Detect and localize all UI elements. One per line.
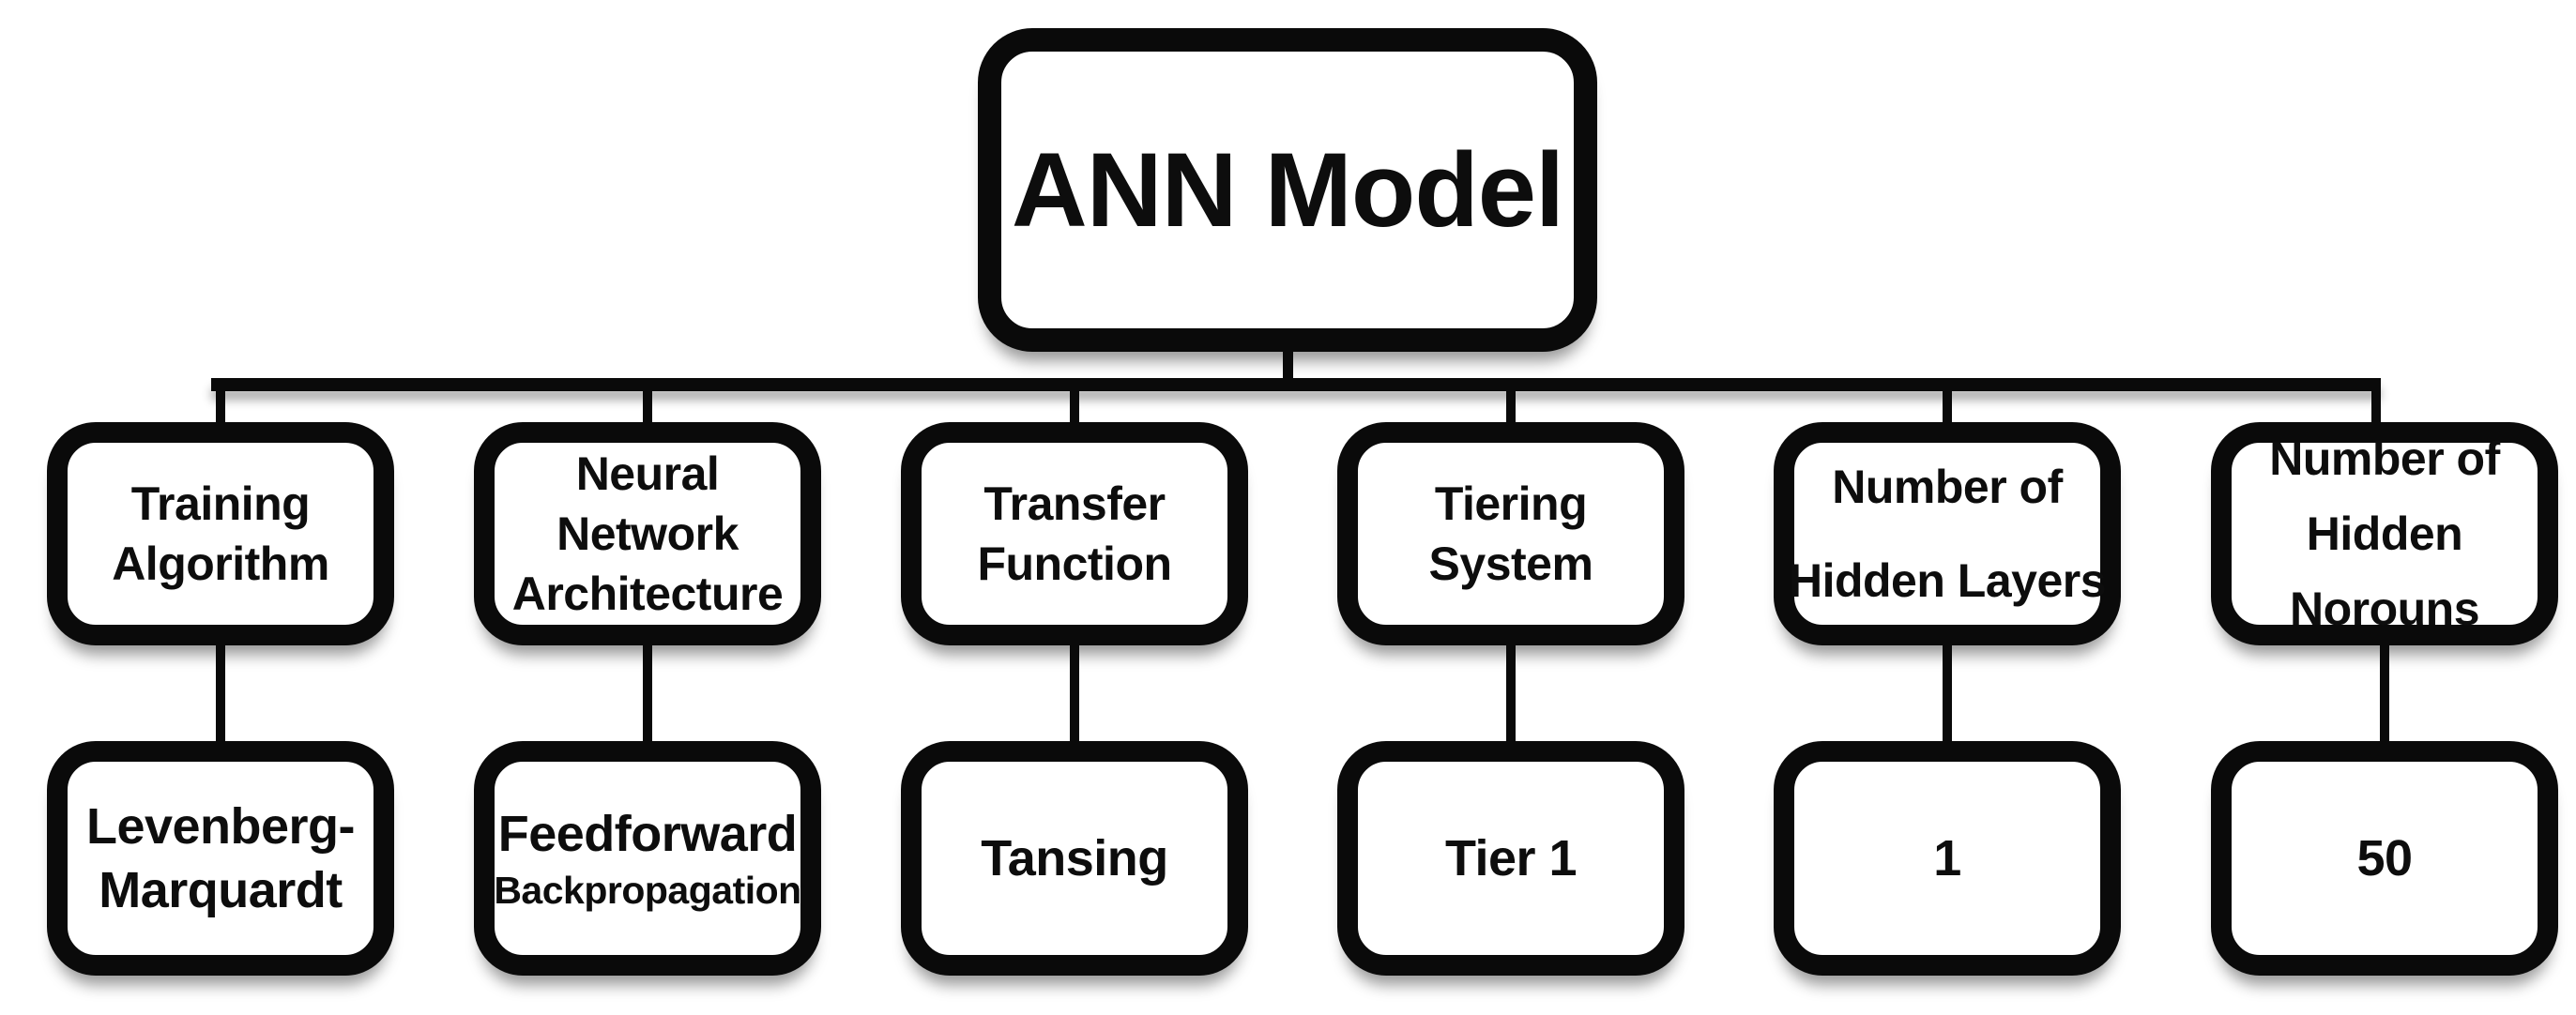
- connector-root-stub: [1283, 340, 1293, 382]
- label-line: Number of: [2269, 432, 2500, 485]
- node-label: Tansing: [981, 826, 1168, 890]
- label-line: Architecture: [511, 568, 784, 620]
- connector-horizontal-line: [211, 378, 2381, 391]
- node-tansing: Tansing: [901, 741, 1248, 976]
- label-line: Neural: [575, 447, 720, 500]
- label-line: Backpropagation: [494, 869, 801, 912]
- node-feedforward-backpropagation: Feedforward Backpropagation: [474, 741, 821, 976]
- label-line: Hidden: [2306, 508, 2463, 560]
- connector-stub-neural-network-architecture: [643, 388, 652, 430]
- connector-stub-hidden-layers-value: [1943, 640, 1952, 745]
- node-label: Tier 1: [1444, 826, 1578, 890]
- node-number-of-hidden-norouns: Number of Hidden Norouns: [2211, 422, 2558, 645]
- root-title: ANN Model: [1011, 131, 1564, 249]
- connector-stub-transfer-function: [1070, 388, 1079, 430]
- node-tiering-system: Tiering System: [1337, 422, 1684, 645]
- node-label: Transfer Function: [977, 474, 1172, 594]
- node-tier-1: Tier 1: [1337, 741, 1684, 976]
- label-line: Number of: [1832, 461, 2063, 513]
- node-label: Number of Hidden Norouns: [2269, 421, 2500, 646]
- node-label: Levenberg- Marquardt: [85, 795, 356, 922]
- label-line: Marquardt: [99, 862, 343, 918]
- node-neural-network-architecture: Neural Network Architecture: [474, 422, 821, 645]
- connector-stub-number-of-hidden-layers: [1943, 388, 1952, 430]
- node-label: Feedforward Backpropagation: [494, 802, 801, 915]
- label-line: Levenberg-: [85, 798, 356, 855]
- label-line: Hidden Layers: [1788, 554, 2107, 607]
- label-line: 50: [2356, 830, 2413, 886]
- node-levenberg-marquardt: Levenberg- Marquardt: [47, 741, 394, 976]
- label-line: Algorithm: [112, 538, 329, 590]
- node-hidden-norouns-value: 50: [2211, 741, 2558, 976]
- node-label: Training Algorithm: [112, 474, 329, 594]
- label-line: Training: [130, 477, 311, 530]
- label-line: 1: [1933, 830, 1961, 886]
- connector-stub-training-algorithm: [216, 388, 225, 430]
- connector-stub-levenberg-marquardt: [216, 640, 225, 745]
- connector-stub-feedforward-backpropagation: [643, 640, 652, 745]
- node-training-algorithm: Training Algorithm: [47, 422, 394, 645]
- connector-stub-tier-1: [1506, 640, 1516, 745]
- node-ann-model: ANN Model: [978, 28, 1597, 352]
- label-line: Feedforward: [497, 806, 798, 862]
- label-line: Network: [556, 508, 739, 560]
- label-line: Norouns: [2289, 583, 2480, 635]
- label-line: Tiering: [1434, 477, 1588, 530]
- connector-stub-tansing: [1070, 640, 1079, 745]
- node-label: Neural Network Architecture: [512, 444, 784, 624]
- connector-stub-tiering-system: [1506, 388, 1516, 430]
- connector-stub-hidden-norouns-value: [2380, 640, 2389, 745]
- node-transfer-function: Transfer Function: [901, 422, 1248, 645]
- node-label: 1: [1933, 826, 1961, 890]
- label-line: Tier 1: [1444, 830, 1578, 886]
- label-line: Transfer: [983, 477, 1166, 530]
- node-label: Number of Hidden Layers: [1788, 440, 2107, 628]
- node-hidden-layers-value: 1: [1774, 741, 2121, 976]
- label-line: Tansing: [981, 830, 1168, 886]
- connector-stub-number-of-hidden-norouns: [2371, 388, 2381, 430]
- label-line: System: [1428, 538, 1593, 590]
- label-line: Function: [977, 538, 1172, 590]
- node-label: Tiering System: [1429, 474, 1593, 594]
- node-label: 50: [2356, 826, 2413, 890]
- node-number-of-hidden-layers: Number of Hidden Layers: [1774, 422, 2121, 645]
